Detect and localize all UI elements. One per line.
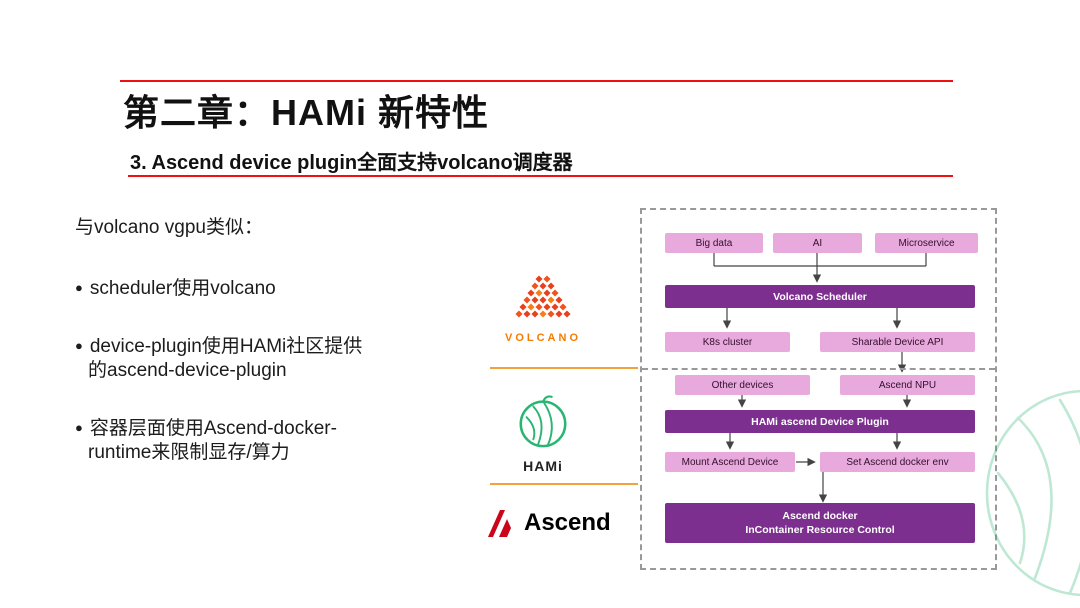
- page-title: 第二章：HAMi 新特性: [123, 92, 489, 133]
- bullet-device-plugin-line1: device-plugin使用HAMi社区提供: [89, 336, 363, 357]
- bullet-device-plugin: ● device-plugin使用HAMi社区提供 的ascend-device-…: [75, 334, 362, 383]
- box-ascend-npu: Ascend NPU: [840, 375, 975, 395]
- bullet-container-runtime-line2: runtime来限制显存/算力: [88, 442, 290, 463]
- bullet-device-plugin-line2: 的ascend-device-plugin: [88, 360, 287, 381]
- bullet-dot: ●: [75, 280, 83, 295]
- box-ai: AI: [773, 233, 862, 253]
- bullet-scheduler-text: scheduler使用volcano: [89, 278, 276, 299]
- box-sharable-device-api: Sharable Device API: [820, 332, 975, 352]
- orange-divider-bottom: [490, 483, 638, 485]
- subtitle-red-rule: [128, 175, 953, 177]
- bar-volcano-scheduler: Volcano Scheduler: [665, 285, 975, 308]
- top-red-rule: [120, 80, 953, 82]
- orange-divider-top: [490, 367, 638, 369]
- bullet-dot: ●: [75, 420, 83, 435]
- box-microservice: Microservice: [875, 233, 978, 253]
- page-subtitle: 3. Ascend device plugin全面支持volcano调度器: [130, 152, 573, 174]
- bullet-container-runtime: ● 容器层面使用Ascend-docker- runtime来限制显存/算力: [75, 416, 337, 465]
- hami-logo: HAMi: [488, 392, 598, 474]
- diagram-connectors: [713, 253, 927, 503]
- bullet-container-runtime-line1: 容器层面使用Ascend-docker-: [89, 418, 337, 439]
- lead-text: 与volcano vgpu类似：: [75, 217, 263, 238]
- diagram-section-divider: [642, 368, 995, 370]
- bullet-scheduler: ● scheduler使用volcano: [75, 276, 276, 301]
- ascend-logo-label: Ascend: [524, 509, 611, 536]
- box-k8s-cluster: K8s cluster: [665, 332, 790, 352]
- hami-watermelon-icon: [519, 395, 567, 448]
- bar-hami-device-plugin: HAMi ascend Device Plugin: [665, 410, 975, 433]
- bar-ascend-docker-control: Ascend docker InContainer Resource Contr…: [665, 503, 975, 543]
- bullet-dot: ●: [75, 338, 83, 353]
- bar-ascend-docker-control-line2: InContainer Resource Control: [745, 524, 895, 536]
- volcano-logo-label: VOLCANO: [505, 332, 581, 344]
- bar-ascend-docker-control-line1: Ascend docker: [782, 510, 858, 522]
- hami-logo-label: HAMi: [523, 458, 563, 474]
- box-set-ascend-docker-env: Set Ascend docker env: [820, 452, 975, 472]
- box-mount-ascend-device: Mount Ascend Device: [665, 452, 795, 472]
- architecture-diagram: Big data AI Microservice Volcano Schedul…: [640, 208, 997, 570]
- volcano-logo: VOLCANO: [488, 274, 598, 344]
- box-big-data: Big data: [665, 233, 763, 253]
- ascend-icon: [488, 510, 511, 537]
- box-other-devices: Other devices: [675, 375, 810, 395]
- volcano-icon: [515, 275, 571, 318]
- ascend-logo: Ascend: [486, 508, 611, 538]
